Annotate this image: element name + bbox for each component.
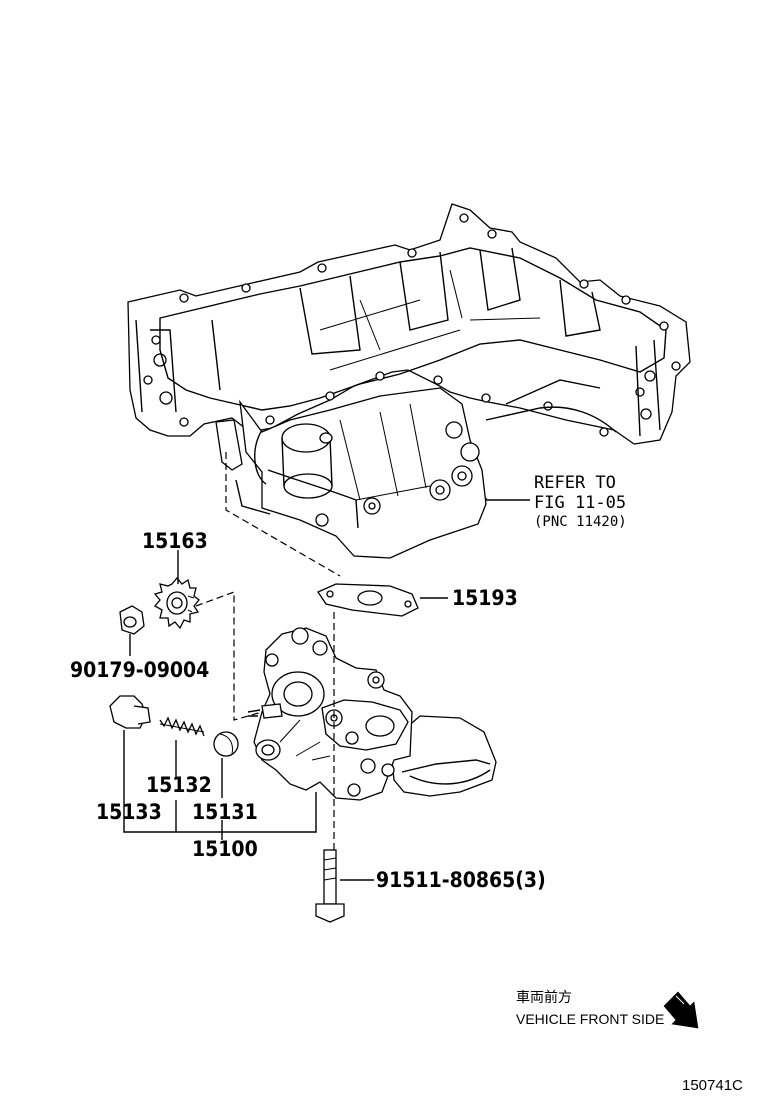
oil-pan-housing xyxy=(127,203,691,559)
reference-line-3: (PNC 11420) xyxy=(534,514,627,530)
vehicle-front-jp: 車両前方 xyxy=(516,989,572,1006)
label-15131: 15131 xyxy=(192,800,258,824)
label-90179-09004: 90179-09004 xyxy=(70,658,209,682)
arrow-down-right-icon xyxy=(663,991,699,1029)
spring-15132 xyxy=(159,716,205,737)
reference-line-2: FIG 11-05 xyxy=(534,493,626,513)
leader-lines xyxy=(123,498,530,881)
alignment-lines xyxy=(195,452,341,850)
vehicle-front-en: VEHICLE FRONT SIDE xyxy=(516,1011,664,1027)
valve-15131 xyxy=(213,731,239,757)
plug-15133 xyxy=(109,695,151,729)
label-15133: 15133 xyxy=(96,800,162,824)
nut-90179 xyxy=(119,605,145,635)
figure-id: 150741C xyxy=(682,1077,743,1094)
label-15163: 15163 xyxy=(142,529,208,553)
bolt-91511 xyxy=(315,849,345,923)
label-15100: 15100 xyxy=(192,837,258,861)
sprocket-15163 xyxy=(153,576,200,630)
label-15132: 15132 xyxy=(146,773,212,797)
oil-pump-assembly xyxy=(247,627,497,801)
gasket-15193 xyxy=(317,583,419,617)
reference-line-1: REFER TO xyxy=(534,473,616,493)
label-15193: 15193 xyxy=(452,586,518,610)
label-91511-80865: 91511-80865(3) xyxy=(376,868,546,892)
